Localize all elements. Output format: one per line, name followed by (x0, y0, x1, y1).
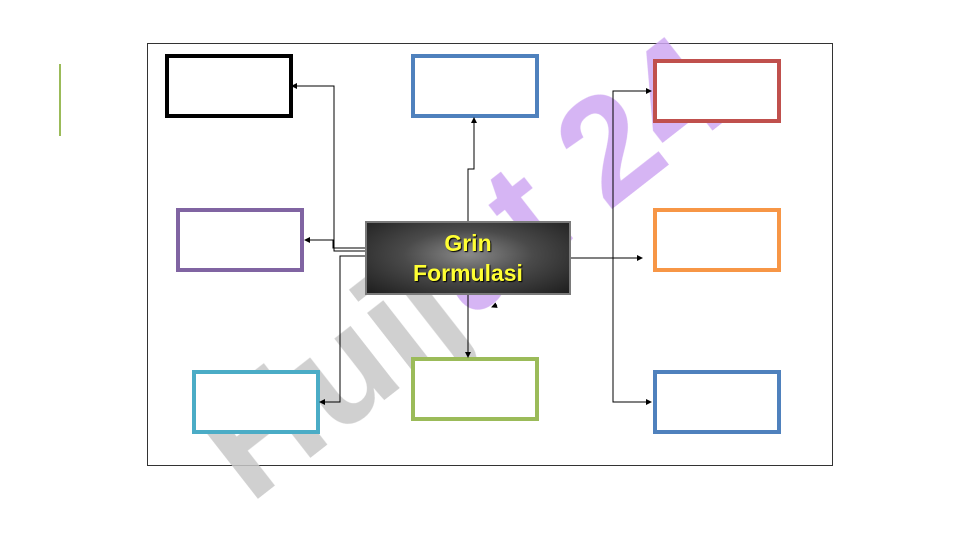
connector-mid-left (304, 237, 365, 249)
connector-bottom-right (612, 258, 652, 405)
accent-bar (59, 64, 61, 136)
box-bottom-right (653, 370, 781, 434)
box-bottom-left (192, 370, 320, 434)
diagram-frame (147, 43, 833, 466)
connector-top-right (571, 88, 652, 259)
connector-top-left (291, 83, 365, 252)
center-node-label: Grin Formulasi (413, 230, 523, 286)
box-mid-right (653, 208, 781, 272)
box-top-right (653, 59, 781, 123)
box-top-center (411, 54, 539, 118)
stray-arrow (491, 302, 498, 308)
center-node: Grin Formulasi (365, 221, 571, 295)
connector-top-center (467, 117, 477, 221)
box-mid-left (176, 208, 304, 272)
box-bottom-center (411, 357, 539, 421)
connector-bottom-left (319, 255, 365, 405)
